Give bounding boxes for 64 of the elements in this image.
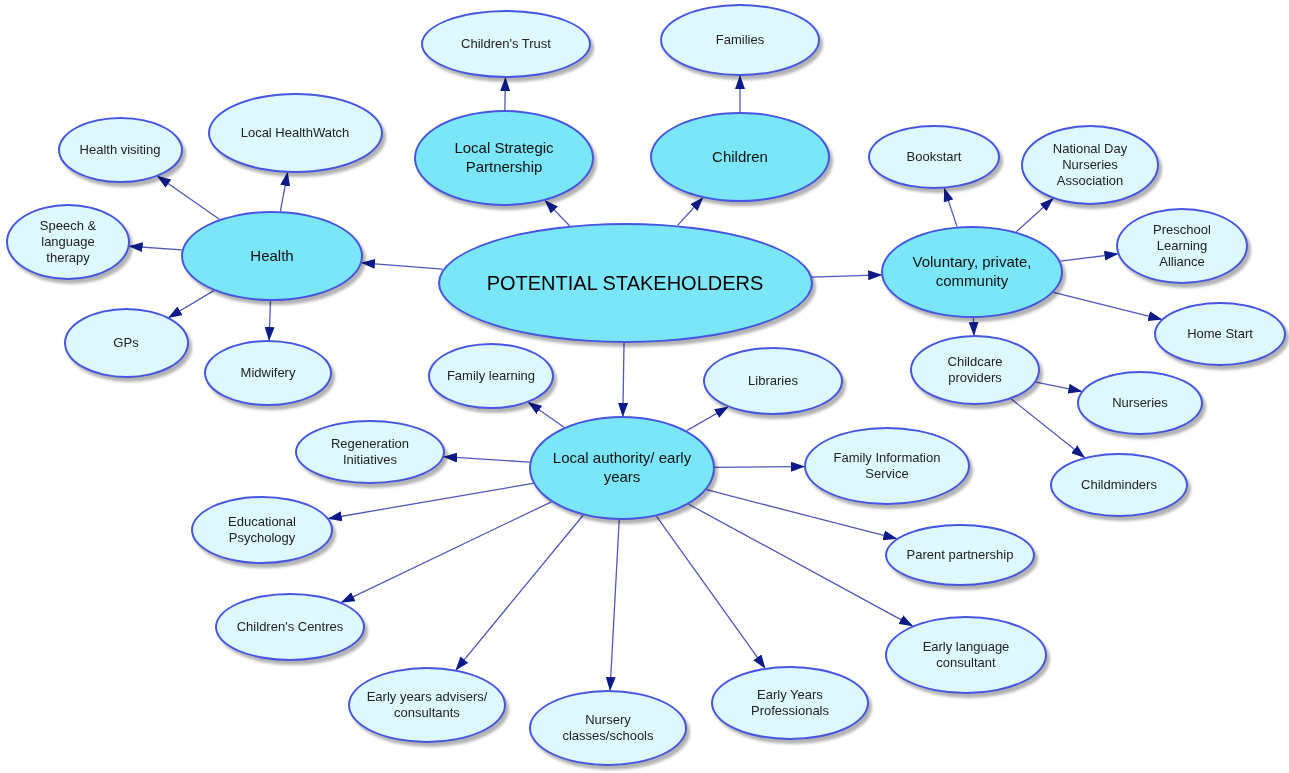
node-label: Nurseries	[1112, 394, 1168, 412]
node-label: Bookstart	[906, 148, 962, 166]
arrow	[714, 461, 805, 472]
node-label: Children's Centres	[236, 618, 344, 636]
node-label: Children	[712, 147, 768, 167]
node-label: Early language consultant	[921, 638, 1011, 672]
node-label: Family Information Service	[832, 449, 942, 483]
stakeholder-ellipse	[1154, 302, 1286, 366]
stakeholder-ellipse	[1116, 208, 1248, 284]
node-label: Educational Psychology	[227, 513, 297, 547]
stakeholder-ellipse	[885, 524, 1035, 586]
node-label: Children's Trust	[461, 35, 551, 53]
node-label: Midwifery	[240, 364, 296, 382]
node-label: Health	[250, 246, 294, 266]
arrow	[1035, 381, 1083, 394]
arrow	[705, 489, 898, 541]
arrow	[968, 317, 979, 336]
arrow	[500, 77, 511, 111]
node-label: POTENTIAL STAKEHOLDERS	[486, 270, 764, 296]
node-label: Childminders	[1081, 476, 1157, 494]
arrow	[340, 501, 552, 603]
stakeholder-ellipse	[1077, 371, 1203, 435]
node-label: Health visiting	[79, 141, 161, 159]
arrow	[686, 406, 729, 432]
node-label: Local authority/ early years	[551, 449, 693, 487]
arrow	[128, 242, 183, 253]
arrow	[1015, 198, 1054, 233]
arrow	[618, 342, 629, 417]
arrow	[735, 75, 745, 113]
arrow	[688, 503, 914, 627]
node-label: Early Years Professionals	[749, 686, 830, 720]
node-label: Local Strategic Partnership	[453, 139, 555, 177]
node-label: Voluntary, private, community	[911, 253, 1033, 291]
arrow	[443, 452, 531, 463]
arrow	[605, 519, 620, 691]
stakeholder-ellipse	[1050, 453, 1188, 517]
node-label: Early years advisers/ consultants	[366, 688, 488, 722]
node-label: Family learning	[446, 367, 536, 385]
node-label: Families	[715, 31, 765, 49]
stakeholder-ellipse	[703, 347, 843, 415]
stakeholder-ellipse	[428, 343, 554, 409]
node-label: Regeneration Initiatives	[329, 435, 411, 469]
node-label: Parent partnership	[906, 546, 1014, 564]
arrow	[156, 175, 220, 220]
node-label: National Day Nurseries Association	[1051, 140, 1129, 190]
node-label: Childcare providers	[946, 353, 1004, 387]
node-label: Speech & language therapy	[38, 217, 98, 267]
arrow	[1052, 291, 1163, 322]
arrow	[1010, 398, 1086, 458]
node-label: Home Start	[1187, 325, 1253, 343]
arrow	[943, 187, 958, 228]
node-label: Libraries	[748, 372, 798, 390]
arrow	[527, 401, 565, 428]
stakeholder-ellipse	[63, 308, 189, 378]
arrow	[810, 270, 883, 281]
hub-ellipse	[529, 416, 715, 520]
node-label: GPs	[113, 334, 139, 352]
node-label: Local HealthWatch	[240, 124, 350, 142]
arrow	[279, 171, 291, 212]
stakeholder-ellipse	[215, 593, 365, 661]
node-label: Preschool Learning Alliance	[1152, 221, 1212, 271]
arrow	[264, 300, 275, 341]
arrow	[167, 290, 215, 319]
node-label: Nursery classes/schools	[561, 711, 655, 745]
